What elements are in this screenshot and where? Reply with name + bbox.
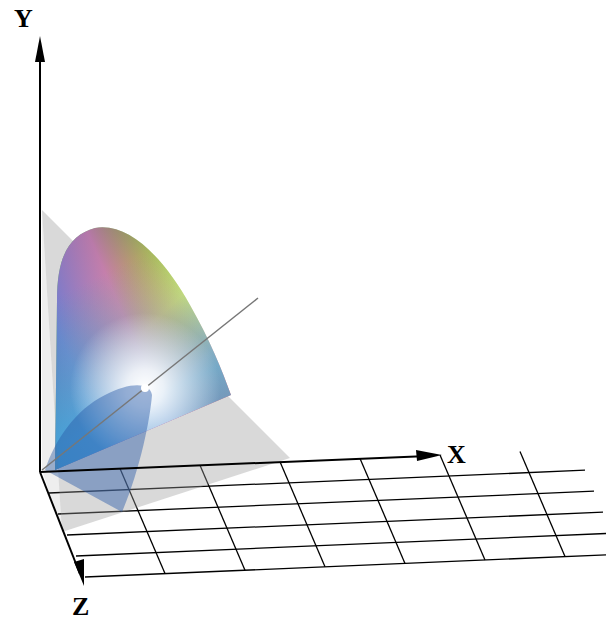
grid-line [85, 554, 606, 577]
axis-label: Z [72, 594, 89, 620]
x-arrowhead [416, 450, 442, 461]
white-point-ray [42, 298, 258, 470]
z-axis [40, 472, 80, 574]
grid-line [280, 462, 325, 567]
axis-label: X [447, 442, 466, 468]
y-axis [39, 50, 41, 472]
grid-line [360, 458, 405, 563]
x-axis [40, 456, 428, 472]
gamut-projection [45, 385, 152, 512]
axis-label: Y [14, 6, 33, 32]
z-arrowhead [74, 559, 84, 586]
grid-line [520, 452, 565, 557]
y-arrowhead [35, 36, 45, 62]
white-point [141, 384, 149, 392]
grid-line [440, 455, 485, 560]
